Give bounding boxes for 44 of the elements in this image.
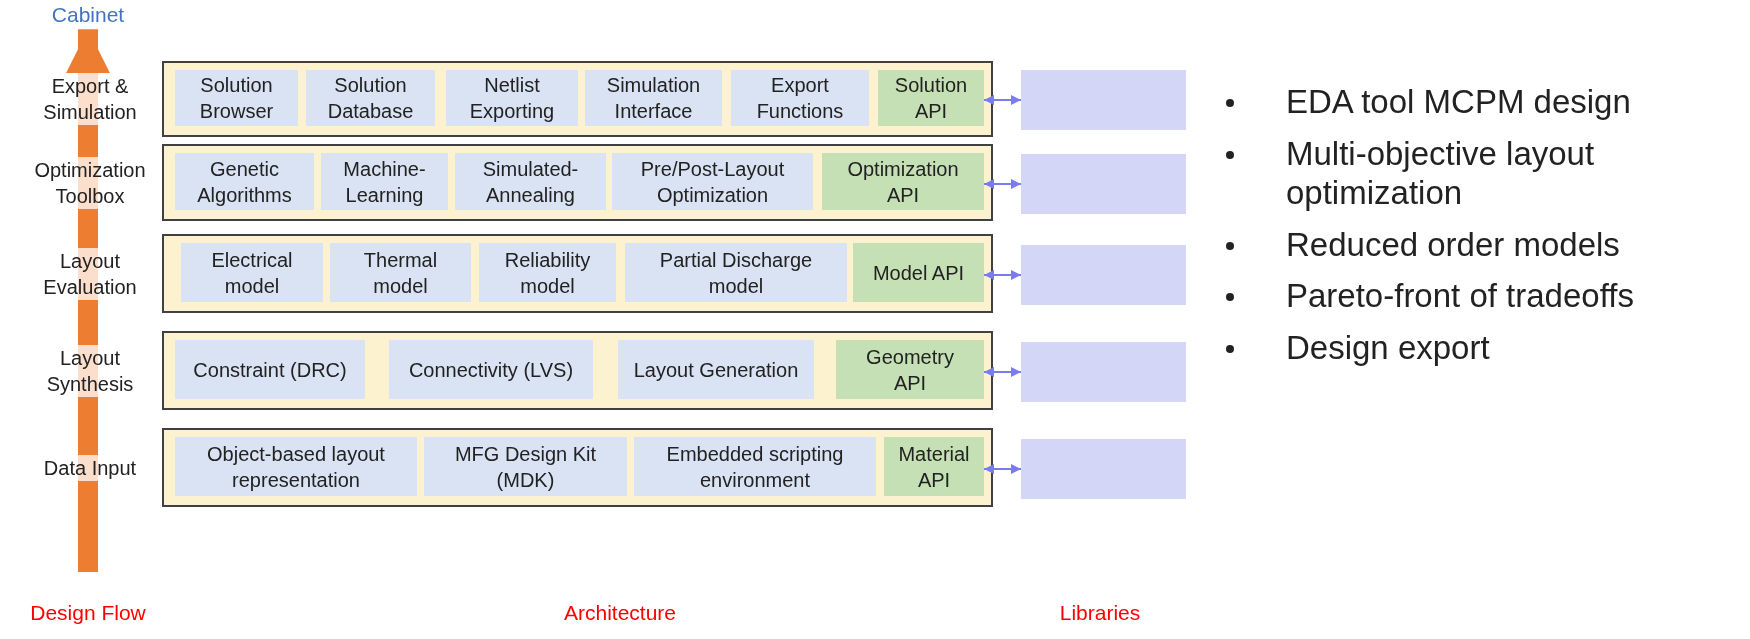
double-arrow [983,95,1022,105]
library-box [1021,245,1186,305]
double-arrow [983,179,1022,189]
module-box: Connectivity (LVS) [389,340,593,399]
bullet-text: Design export [1286,327,1490,368]
module-box: Solution Browser [175,70,298,126]
module-box: Machine-Learning [321,153,448,210]
library-box [1021,342,1186,402]
api-box: Geometry API [836,340,984,399]
api-box: Solution API [878,70,984,126]
module-box: Partial Discharge model [625,243,847,302]
module-box: MFG Design Kit (MDK) [424,437,627,496]
bullet-text: Reduced order models [1286,224,1620,265]
module-box: Constraint (DRC) [175,340,365,399]
library-box [1021,439,1186,499]
double-arrow [983,367,1022,377]
section-caption: Architecture [562,600,677,626]
module-box: Object-based layout representation [175,437,417,496]
module-box: Reliability model [479,243,616,302]
module-box: Simulation Interface [585,70,722,126]
module-box: Simulated-Annealing [455,153,606,210]
layer-label: Optimization Toolbox [32,156,148,209]
bullet-text: Pareto-front of tradeoffs [1286,276,1634,316]
library-box [1021,154,1186,214]
module-box: Export Functions [731,70,869,126]
api-box: Optimization API [822,153,984,210]
module-box: Electrical model [181,243,323,302]
double-arrow [983,270,1022,280]
module-box: Thermal model [330,243,471,302]
module-box: Genetic Algorithms [175,153,314,210]
flow-label: Cabinet [38,2,138,28]
module-box: Pre/Post-Layout Optimization [612,153,813,210]
section-caption: Design Flow [29,600,147,626]
module-box: Embedded scripting environment [634,437,876,496]
section-caption: Libraries [1058,600,1142,626]
module-box: Layout Generation [618,340,814,399]
library-box [1021,70,1186,130]
module-box: Netlist Exporting [446,70,578,126]
bullet-text: EDA tool MCPM design [1286,82,1631,122]
api-box: Material API [884,437,984,496]
module-box: Solution Database [306,70,435,126]
api-box: Model API [853,243,984,302]
double-arrow [983,464,1022,474]
bullet-text: Multi-objective layout optimization [1286,133,1596,213]
